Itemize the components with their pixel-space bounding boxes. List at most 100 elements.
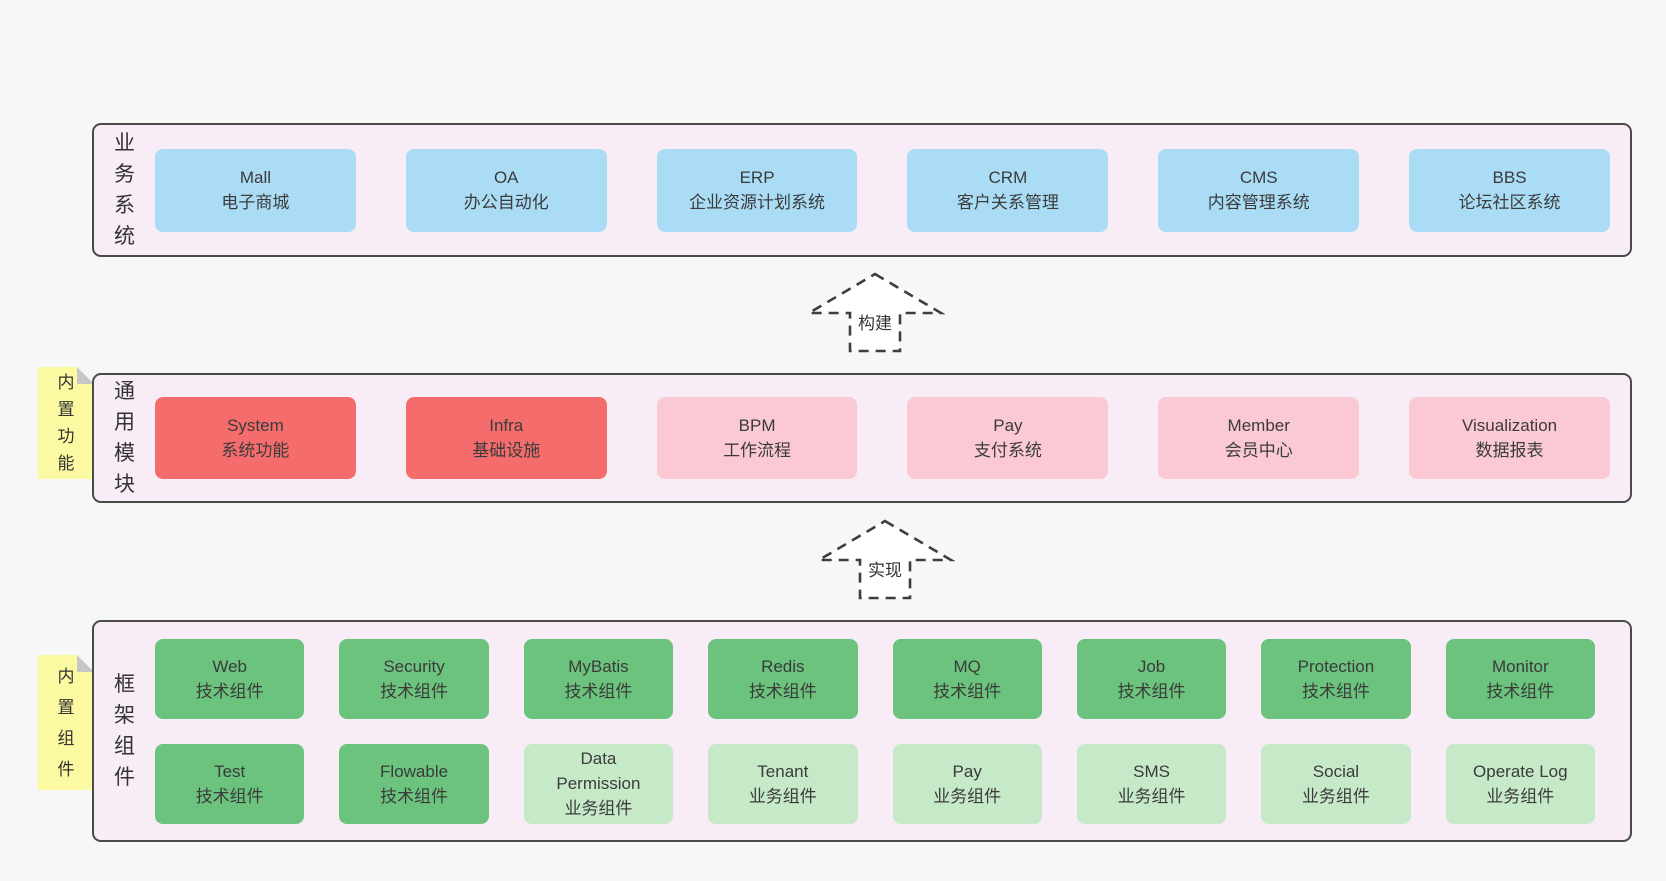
arrow-build: 构建 <box>805 272 945 353</box>
node-subtitle: 工作流程 <box>723 441 792 460</box>
node-tenant: Tenant 业务组件 <box>708 743 858 824</box>
node-job: Job 技术组件 <box>1076 638 1227 719</box>
node-title: MyBatis <box>568 656 629 676</box>
node-subtitle: 技术组件 <box>195 681 264 701</box>
node-mq: MQ 技术组件 <box>892 638 1042 719</box>
node-title: Pay <box>993 416 1023 435</box>
note-label: 内置功能 <box>57 373 75 473</box>
note-label: 内置组件 <box>57 666 75 779</box>
note-built-in-features: 内置功能 <box>38 367 94 479</box>
node-erp: ERP 企业资源计划系统 <box>656 148 858 232</box>
node-security: Security 技术组件 <box>339 638 489 719</box>
node-oa: OA 办公自动化 <box>405 148 607 232</box>
node-subtitle: 技术组件 <box>933 681 1002 701</box>
panel-common-modules: 通用模块 System 系统功能 Infra 基础设施 BPM 工作流程 Pay… <box>92 373 1632 503</box>
node-subtitle: 系统功能 <box>221 441 290 460</box>
node-subtitle: 技术组件 <box>1301 681 1370 701</box>
node-subtitle: 业务组件 <box>1486 786 1555 806</box>
node-member: Member 会员中心 <box>1158 397 1360 479</box>
node-redis: Redis 技术组件 <box>708 638 858 719</box>
node-title: Test <box>214 761 246 781</box>
node-subtitle: 业务组件 <box>933 786 1002 806</box>
node-subtitle: 技术组件 <box>380 786 449 806</box>
node-title: Visualization <box>1461 416 1558 435</box>
node-subtitle: 技术组件 <box>1486 681 1555 701</box>
node-title: MQ <box>953 656 981 676</box>
node-subtitle: 电子商城 <box>221 193 290 212</box>
node-subtitle: 论坛社区系统 <box>1458 193 1561 212</box>
node-title: Job <box>1137 656 1166 676</box>
node-subtitle: 技术组件 <box>564 681 633 701</box>
arrow-label: 构建 <box>858 314 892 333</box>
node-title: ERP <box>739 168 775 187</box>
panel-label-area: 框架组件 <box>94 669 155 793</box>
panel-label-area: 通用模块 <box>94 376 155 500</box>
node-title: Operate Log <box>1473 761 1568 781</box>
node-subtitle: 技术组件 <box>1117 681 1186 701</box>
node-title: Flowable <box>380 761 449 781</box>
node-title: Mall <box>239 168 271 187</box>
arrow-shape <box>805 272 945 353</box>
node-title: SMS <box>1133 761 1170 781</box>
node-title: Data Permission <box>556 749 641 793</box>
node-subtitle: 办公自动化 <box>463 193 549 212</box>
business-systems-row: Mall 电子商城 OA 办公自动化 ERP 企业资源计划系统 CRM 客户关系… <box>155 148 1630 232</box>
node-social: Social 业务组件 <box>1261 743 1411 824</box>
node-protection: Protection 技术组件 <box>1261 638 1411 719</box>
panel-label: 通用模块 <box>114 380 135 496</box>
node-title: Member <box>1227 416 1290 435</box>
arrow-label: 实现 <box>868 561 902 580</box>
arrow-shape <box>815 519 955 600</box>
node-mybatis: MyBatis 技术组件 <box>523 638 674 719</box>
panel-business-systems: 业务系统 Mall 电子商城 OA 办公自动化 ERP 企业资源计划系统 CRM… <box>92 123 1632 257</box>
node-pay-module: Pay 支付系统 <box>907 397 1109 479</box>
node-title: Social <box>1312 761 1360 781</box>
arrow-implement: 实现 <box>815 519 955 600</box>
node-web: Web 技术组件 <box>155 638 305 719</box>
node-bbs: BBS 论坛社区系统 <box>1409 148 1610 232</box>
note-built-in-components: 内置组件 <box>38 655 94 790</box>
node-title: BBS <box>1492 168 1527 187</box>
node-subtitle: 内容管理系统 <box>1207 193 1310 212</box>
panel-label: 业务系统 <box>114 132 135 248</box>
node-bpm: BPM 工作流程 <box>656 397 858 479</box>
node-subtitle: 业务组件 <box>1117 786 1186 806</box>
node-infra: Infra 基础设施 <box>405 397 607 479</box>
node-pay-component: Pay 业务组件 <box>892 743 1042 824</box>
common-modules-row: System 系统功能 Infra 基础设施 BPM 工作流程 Pay 支付系统… <box>155 397 1630 479</box>
node-data-permission: Data Permission 业务组件 <box>523 743 674 824</box>
node-subtitle: 支付系统 <box>973 441 1042 460</box>
node-subtitle: 基础设施 <box>472 441 541 460</box>
node-subtitle: 技术组件 <box>380 681 449 701</box>
node-title: Infra <box>489 416 524 435</box>
node-subtitle: 业务组件 <box>748 786 817 806</box>
node-mall: Mall 电子商城 <box>155 148 356 232</box>
node-subtitle: 业务组件 <box>1301 786 1370 806</box>
node-flowable: Flowable 技术组件 <box>339 743 489 824</box>
panel-framework-components: 框架组件 Web 技术组件 Security 技术组件 MyBatis 技术组件… <box>92 620 1632 842</box>
node-subtitle: 数据报表 <box>1475 441 1544 460</box>
node-crm: CRM 客户关系管理 <box>907 148 1109 232</box>
node-title: System <box>227 416 284 435</box>
node-title: Web <box>212 656 248 676</box>
node-subtitle: 技术组件 <box>195 786 264 806</box>
node-title: Tenant <box>757 761 809 781</box>
node-subtitle: 企业资源计划系统 <box>689 193 826 212</box>
node-monitor: Monitor 技术组件 <box>1445 638 1595 719</box>
node-subtitle: 客户关系管理 <box>956 193 1059 212</box>
node-subtitle: 业务组件 <box>564 799 633 818</box>
panel-label-area: 业务系统 <box>94 128 155 252</box>
node-system: System 系统功能 <box>155 397 356 479</box>
node-title: Pay <box>952 761 982 781</box>
node-operate-log: Operate Log 业务组件 <box>1445 743 1595 824</box>
node-subtitle: 技术组件 <box>748 681 817 701</box>
node-visualization: Visualization 数据报表 <box>1409 397 1610 479</box>
node-title: Security <box>383 656 445 676</box>
node-title: Monitor <box>1491 656 1549 676</box>
node-title: CRM <box>988 168 1028 187</box>
node-title: CMS <box>1239 168 1278 187</box>
panel-label: 框架组件 <box>114 673 135 789</box>
node-subtitle: 会员中心 <box>1224 441 1293 460</box>
node-test: Test 技术组件 <box>155 743 305 824</box>
